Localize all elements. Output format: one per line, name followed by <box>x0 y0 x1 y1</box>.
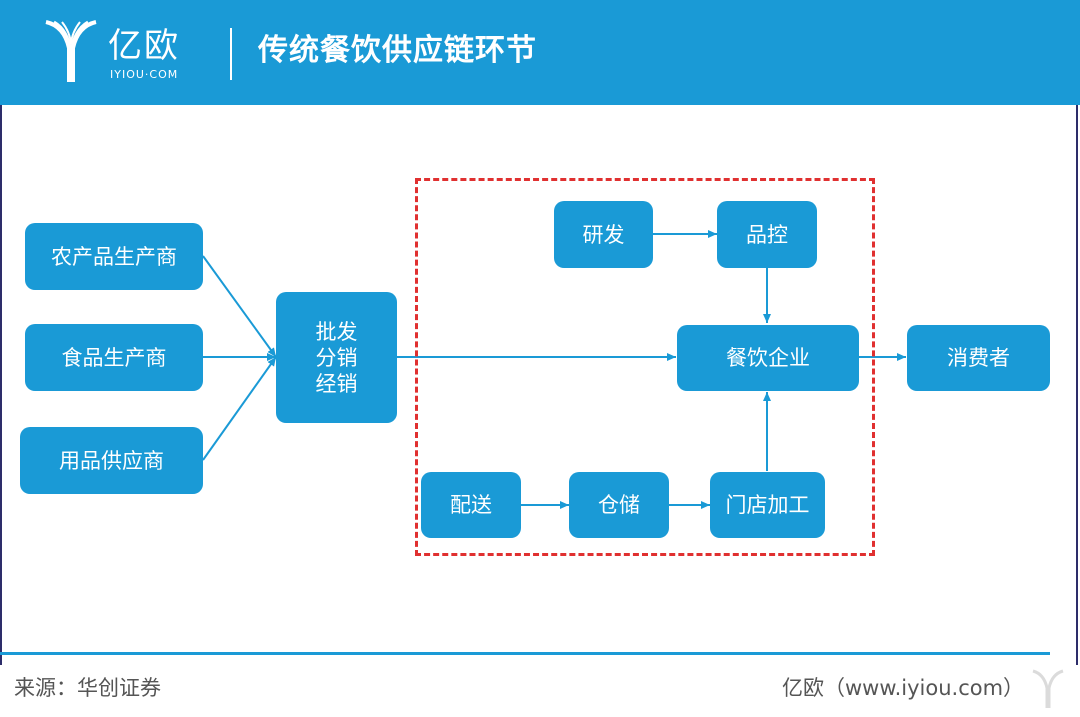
credit-note: 亿欧（www.iyiou.com） <box>782 676 1025 700</box>
watermark-logo-icon <box>1032 669 1064 708</box>
node-wholesale: 批发 分销 经销 <box>276 292 397 423</box>
node-store-processing: 门店加工 <box>710 472 825 538</box>
footer-rule <box>0 652 1050 655</box>
node-label: 食品生产商 <box>61 345 167 370</box>
node-consumer: 消费者 <box>907 325 1050 391</box>
logo-url: IYIOU·COM <box>110 68 179 81</box>
node-label: 门店加工 <box>725 493 810 517</box>
node-food-producer: 食品生产商 <box>25 324 203 391</box>
node-warehouse: 仓储 <box>569 472 669 538</box>
source-note: 来源：华创证券 <box>14 676 161 700</box>
node-label: 餐饮企业 <box>726 346 810 370</box>
node-label-line: 经销 <box>315 371 358 396</box>
node-label-line: 批发 <box>315 319 358 344</box>
header-divider <box>230 28 232 80</box>
link-farm-to-wholesale <box>202 255 277 358</box>
page-title: 传统餐饮供应链环节 <box>258 33 537 68</box>
logo-name: 亿欧 <box>108 26 180 66</box>
node-label: 研发 <box>582 222 625 247</box>
link-supplies-to-wholesale <box>202 356 277 461</box>
node-label: 配送 <box>450 493 492 517</box>
node-rnd: 研发 <box>554 201 653 268</box>
node-restaurant: 餐饮企业 <box>677 325 859 391</box>
iyiou-logo-icon <box>45 20 97 82</box>
node-delivery: 配送 <box>421 472 521 538</box>
node-label-line: 分销 <box>315 345 358 370</box>
node-label: 仓储 <box>598 493 640 517</box>
node-label: 消费者 <box>947 346 1010 370</box>
node-supplies-vendor: 用品供应商 <box>20 427 203 494</box>
highlight-region <box>415 178 875 556</box>
node-farm-producer: 农产品生产商 <box>25 223 203 290</box>
node-label: 用品供应商 <box>59 448 164 473</box>
node-label: 农产品生产商 <box>51 244 177 269</box>
header-bar: 亿欧 IYIOU·COM 传统餐饮供应链环节 <box>0 0 1080 105</box>
node-label: 品控 <box>746 222 788 247</box>
diagram-frame <box>0 105 1078 665</box>
node-quality-control: 品控 <box>717 201 817 268</box>
